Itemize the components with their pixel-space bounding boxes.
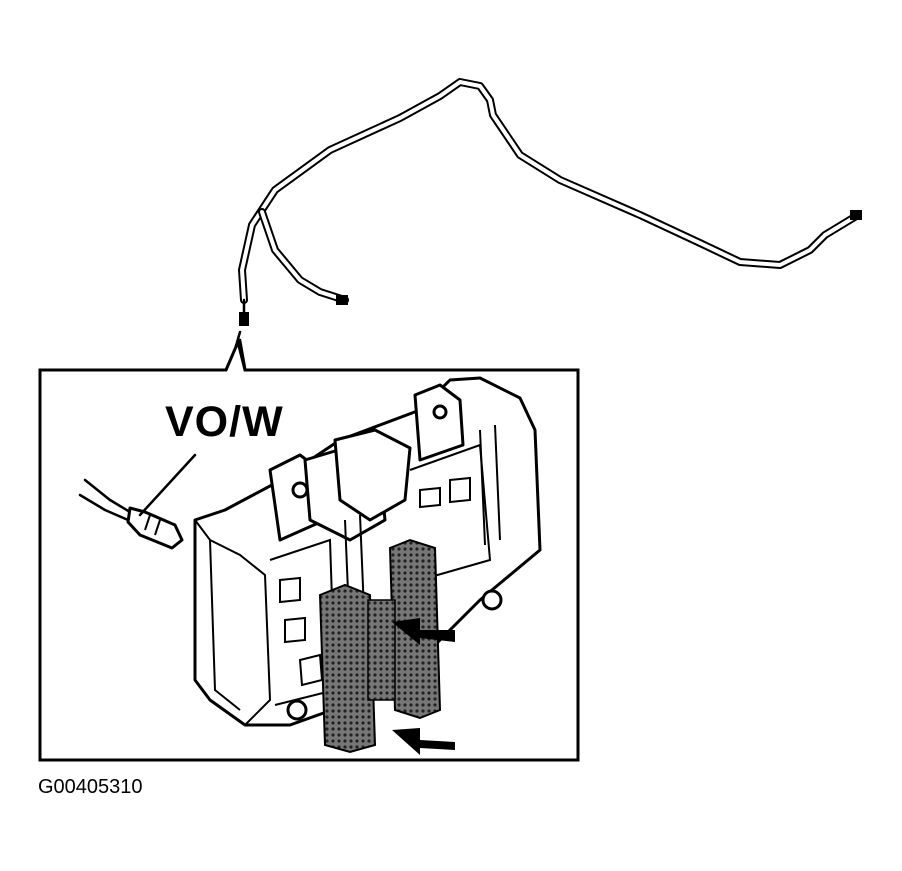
connector-block-icon	[193, 376, 542, 727]
harness-end-terminal	[239, 312, 249, 326]
figure-id: G00405310	[38, 776, 143, 798]
arrow-icon	[392, 728, 455, 755]
wiring-harness	[224, 78, 862, 372]
insert-arrows	[392, 618, 455, 755]
right-end-terminal	[850, 210, 862, 220]
pigtail-wire	[78, 453, 197, 550]
branch-end-terminal	[336, 295, 348, 305]
arrow-icon	[392, 618, 455, 645]
wire-color-code-label: VO/W	[165, 398, 284, 446]
